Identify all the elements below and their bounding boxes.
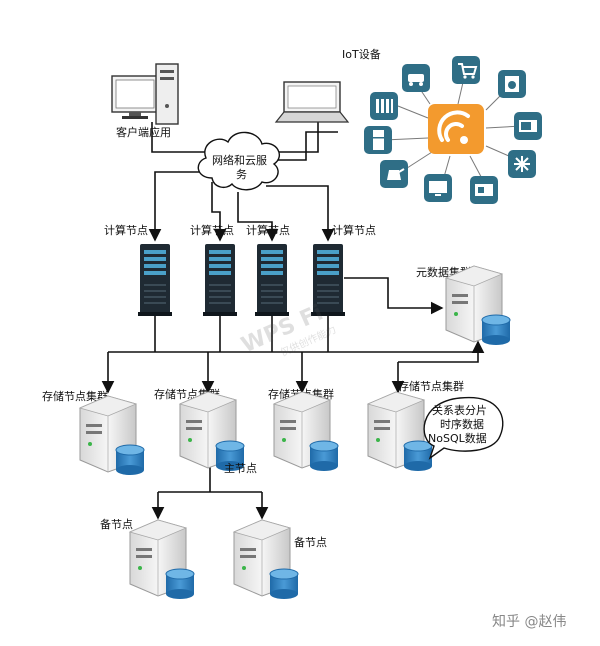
- cloud-label-line2: 务: [236, 168, 247, 181]
- kettle-icon: [380, 160, 408, 188]
- credit-text: 知乎 @赵伟: [492, 613, 566, 630]
- compute-label-2: 计算节点: [190, 223, 234, 237]
- bubble-line-2: 时序数据: [440, 417, 484, 431]
- bubble-line-3: NoSQL数据: [428, 431, 487, 445]
- storage-label-1: 存储节点集群: [42, 389, 108, 403]
- client-computer-icon: [111, 63, 179, 125]
- primary-node-label: 主节点: [224, 462, 257, 475]
- backup-server-icon-2: [233, 519, 299, 600]
- cloud-icon: [197, 131, 280, 191]
- backup-label-2: 备节点: [294, 535, 327, 549]
- backup-label-1: 备节点: [100, 517, 133, 531]
- iot-device-cluster: [364, 56, 542, 204]
- compute-label-1: 计算节点: [104, 223, 148, 237]
- storage-server-icon-2: [179, 391, 245, 472]
- connector-lines: [101, 120, 485, 520]
- storage-label-4: 存储节点集群: [398, 379, 464, 393]
- storage-server-icon-3: [273, 391, 339, 472]
- scanner-icon: [470, 176, 498, 204]
- bubble-line-1: 关系表分片: [432, 403, 487, 417]
- snowflake-icon: [508, 150, 536, 178]
- storage-server-icon-4: [367, 391, 433, 472]
- metadata-server-icon: [445, 265, 511, 346]
- radiator-icon: [370, 92, 398, 120]
- tv-icon: [424, 174, 452, 202]
- microwave-icon: [514, 112, 542, 140]
- compute-node-2: [203, 244, 237, 316]
- compute-node-1: [138, 244, 172, 316]
- data-types-bubble: [423, 396, 504, 460]
- compute-label-4: 计算节点: [332, 223, 376, 237]
- iot-label: IoT设备: [342, 47, 381, 61]
- wifi-hub-icon: [428, 104, 484, 154]
- cloud-label-line1: 网络和云服: [212, 153, 267, 167]
- backup-server-icon-1: [129, 519, 195, 600]
- compute-label-3: 计算节点: [246, 223, 290, 237]
- storage-server-icon-1: [79, 395, 145, 476]
- shopping-cart-icon: [452, 56, 480, 84]
- fridge-icon: [364, 126, 392, 154]
- washing-machine-icon: [498, 70, 526, 98]
- car-icon: [402, 64, 430, 92]
- client-app-label: 客户端应用: [116, 125, 171, 139]
- compute-node-3: [255, 244, 289, 316]
- laptop-icon: [274, 81, 350, 123]
